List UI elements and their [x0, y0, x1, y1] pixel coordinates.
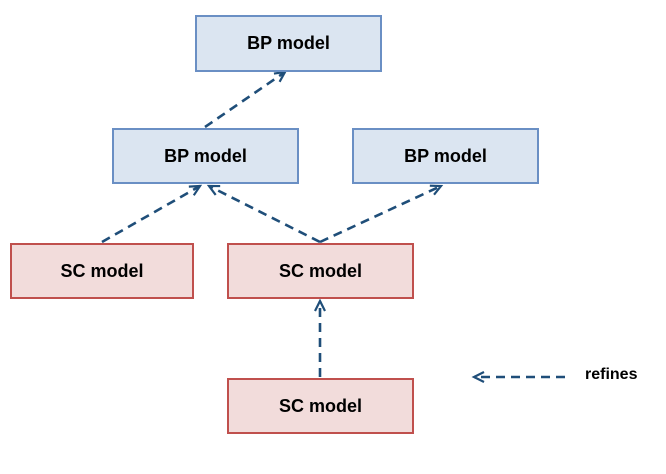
legend-label: refines: [585, 366, 638, 383]
bp-model-node-mid-left: BP model: [112, 128, 299, 184]
node-label: SC model: [278, 260, 362, 281]
bp-model-node-mid-right: BP model: [352, 128, 539, 184]
bp-model-node-top: BP model: [195, 15, 382, 72]
sc-model-node-left: SC model: [10, 243, 194, 299]
edge-bp-mid-left-to-bp-top: [204, 70, 288, 129]
node-label: SC model: [60, 260, 144, 281]
edge-sc-mid-to-bp-mid-left: [206, 184, 321, 244]
sc-model-node-mid: SC model: [227, 243, 414, 299]
sc-model-node-bottom: SC model: [227, 378, 414, 434]
edge-sc-mid-to-bp-mid-right: [319, 184, 444, 244]
node-label: BP model: [164, 145, 247, 166]
node-label: BP model: [404, 145, 487, 166]
edge-sc-left-to-bp-mid-left: [101, 184, 203, 244]
node-label: SC model: [278, 395, 362, 416]
node-label: BP model: [247, 33, 330, 53]
